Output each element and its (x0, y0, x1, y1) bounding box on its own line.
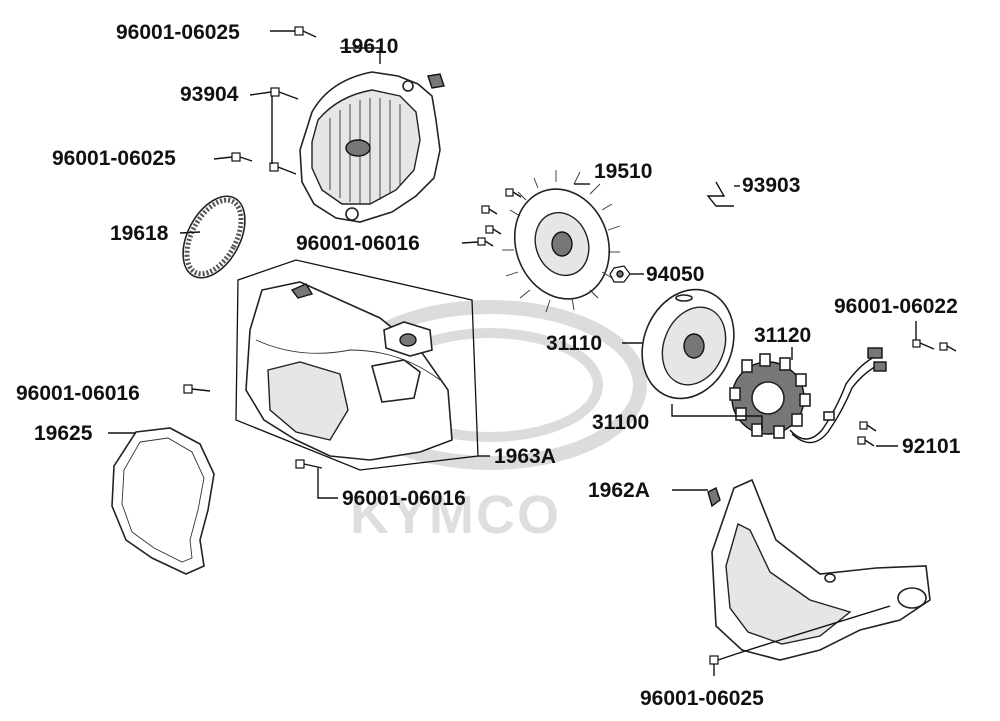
bolt-96001-06025-top (294, 26, 317, 38)
callout-94050: 94050 (646, 263, 704, 286)
leader-lines (108, 30, 917, 676)
flywheel-part (641, 288, 735, 400)
callout-93903: 93903 (742, 174, 800, 197)
kymco-watermark: KYMCO (333, 300, 647, 545)
fan-screen-part (182, 195, 246, 279)
clip-93903 (706, 181, 734, 207)
gasket-part (111, 427, 215, 575)
callout-19610: 19610 (340, 35, 398, 58)
bolts-96001-06016-fan (477, 188, 522, 247)
callout-31100: 31100 (592, 411, 649, 434)
lower-cover-part (707, 478, 931, 661)
callout-96001-06016-fan: 96001-06016 (296, 232, 420, 255)
bolt-96001-06016-left (183, 384, 211, 394)
callout-96001-06022: 96001-06022 (834, 295, 958, 318)
callout-31110: 31110 (546, 332, 602, 355)
callout-19618: 19618 (110, 222, 169, 245)
callout-19510: 19510 (594, 160, 652, 183)
bolts-92101 (857, 421, 877, 447)
watermark-text: KYMCO (350, 485, 561, 545)
shroud-part (235, 259, 479, 471)
nut-94050 (609, 265, 631, 283)
callout-93904: 93904 (180, 83, 239, 106)
callout-19625: 19625 (34, 422, 93, 445)
callout-96001-06025-left: 96001-06025 (52, 147, 176, 170)
bolt-93904-upper (270, 87, 299, 100)
callout-92101: 92101 (902, 435, 961, 458)
bolt-96001-06016-shroud (295, 459, 323, 469)
bolt-96001-06025-bottom (709, 653, 737, 665)
callout-31120: 31120 (754, 324, 811, 347)
callout-96001-06016-shroud: 96001-06016 (342, 487, 466, 510)
fan-cover-part (299, 71, 445, 223)
callout-1962A: 1962A (588, 479, 650, 502)
callout-96001-06025-bottom: 96001-06025 (640, 687, 764, 710)
bolt-93904-lower (269, 162, 297, 175)
callout-96001-06016-left: 96001-06016 (16, 382, 140, 405)
callout-1963A: 1963A (494, 445, 556, 468)
cooling-fan-part (502, 170, 621, 313)
callout-96001-06025-top: 96001-06025 (116, 21, 240, 44)
bolts-96001-06022 (912, 339, 957, 352)
bolt-96001-06025-left (231, 152, 253, 162)
